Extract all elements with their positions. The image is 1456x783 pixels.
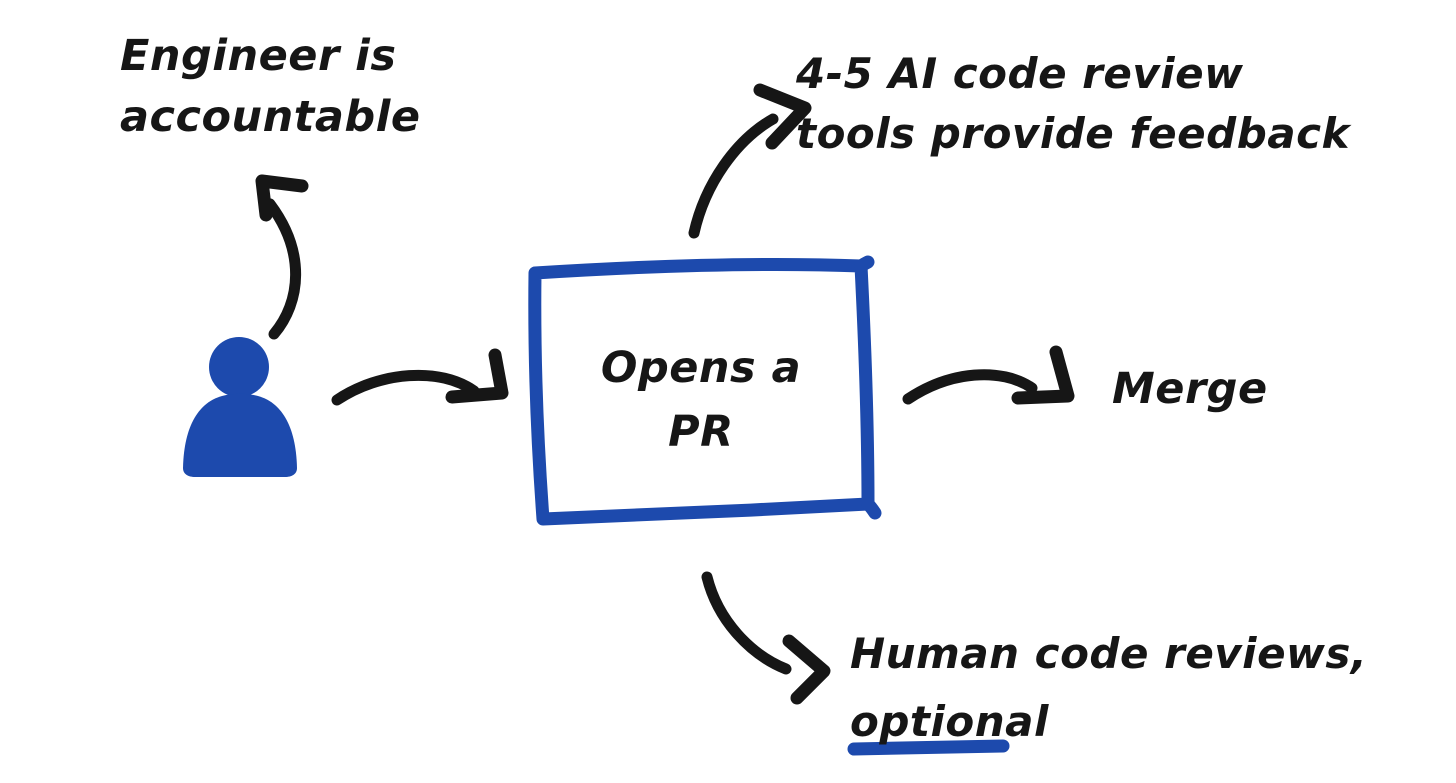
opens-pr-node-label-line1: Opens a xyxy=(600,343,802,393)
label-human-review-line2: optional xyxy=(850,697,1049,746)
label-engineer-accountable-line1: Engineer is xyxy=(120,31,397,81)
opens-pr-node-label-line2: PR xyxy=(668,407,734,457)
arrow-pr-to-merge-icon xyxy=(902,345,1075,405)
label-human-review-line1: Human code reviews, xyxy=(850,629,1368,678)
arrow-pr-to-human-review-icon xyxy=(701,571,831,705)
label-engineer-accountable-line2: accountable xyxy=(120,92,421,142)
label-ai-feedback: 4-5 AI code review tools provide feedbac… xyxy=(796,44,1350,164)
label-merge: Merge xyxy=(1112,364,1268,414)
arrow-engineer-to-pr-icon xyxy=(331,348,509,406)
arrow-engineer-to-accountable-icon xyxy=(255,174,309,340)
label-ai-feedback-line2: tools provide feedback xyxy=(796,109,1350,158)
person-icon xyxy=(183,337,297,477)
arrow-pr-to-ai-feedback-icon xyxy=(688,83,812,239)
label-ai-feedback-line1: 4-5 AI code review xyxy=(796,49,1244,98)
opens-pr-node-label: Opens a PR xyxy=(533,336,869,464)
optional-underline xyxy=(847,739,1010,756)
label-human-review: Human code reviews, optional xyxy=(850,620,1367,756)
opens-pr-box xyxy=(528,255,882,526)
label-engineer-accountable: Engineer is accountable xyxy=(120,26,421,148)
